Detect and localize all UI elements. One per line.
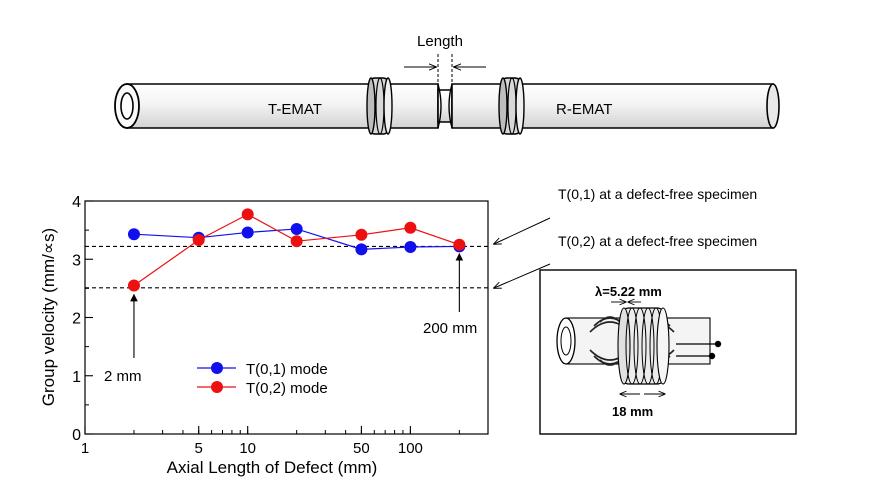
series-group	[127, 208, 466, 292]
inset-coil-windings	[617, 307, 670, 385]
data-point-series-0	[241, 226, 254, 239]
ref-label-t02: T(0,2) at a defect-free specimen	[558, 233, 757, 249]
reference-lines	[85, 245, 488, 289]
annotation-2mm: 2 mm	[104, 293, 142, 385]
x-tick-label: 5	[195, 440, 203, 457]
y-axis-label: Group velocity (mm/∝s)	[39, 228, 58, 406]
y-tick-label: 2	[72, 311, 81, 328]
y-tick-label: 0	[72, 427, 81, 444]
transmitter-label: T-EMAT	[268, 101, 322, 118]
legend-label-t02: T(0,2) mode	[246, 380, 328, 397]
x-axis-ticks: 1 5 10 50 100	[81, 426, 489, 457]
data-point-series-0	[355, 243, 368, 256]
legend-label-t01: T(0,1) mode	[246, 361, 328, 378]
pipe-diagram: T-EMAT R-EMAT Length	[114, 33, 780, 135]
ref-label-t01: T(0,1) at a defect-free specimen	[558, 186, 757, 202]
t-emat-coil	[366, 77, 393, 135]
ref-pointer-t02	[494, 263, 551, 288]
y-tick-label: 4	[72, 194, 81, 211]
data-point-series-1	[404, 221, 417, 234]
data-point-series-0	[290, 222, 303, 235]
inset-width-label: 18 mm	[612, 404, 653, 419]
x-tick-label: 10	[239, 440, 256, 457]
legend-item-t01: T(0,1) mode	[197, 361, 328, 378]
annotation-200mm-text: 200 mm	[423, 320, 477, 337]
inset-lambda-label: λ=5.22 mm	[595, 284, 662, 299]
data-point-series-0	[404, 241, 417, 254]
x-tick-label: 100	[398, 440, 423, 457]
data-point-series-1	[241, 208, 254, 221]
length-label: Length	[417, 33, 463, 50]
annotation-2mm-text: 2 mm	[104, 368, 142, 385]
y-tick-label: 1	[72, 369, 81, 386]
x-tick-label: 50	[353, 440, 370, 457]
legend-item-t02: T(0,2) mode	[197, 380, 328, 397]
data-point-series-1	[192, 234, 205, 247]
data-point-series-1	[127, 279, 140, 292]
x-axis-label: Axial Length of Defect (mm)	[167, 458, 378, 477]
receiver-label: R-EMAT	[556, 101, 612, 118]
annotation-200mm: 200 mm	[423, 252, 477, 337]
legend: T(0,1) mode T(0,2) mode	[197, 361, 328, 397]
y-tick-label: 3	[72, 252, 81, 269]
pipe-end-right	[766, 83, 780, 129]
data-point-series-1	[453, 238, 466, 251]
data-point-series-0	[127, 228, 140, 241]
y-axis-ticks: 0 1 2 3 4	[72, 194, 93, 444]
data-point-series-1	[290, 235, 303, 248]
coil-inset: λ=5.22 mm 18 mm	[539, 269, 797, 435]
ref-pointer-t01	[494, 217, 551, 244]
data-point-series-1	[355, 228, 368, 241]
r-emat-coil	[498, 77, 525, 135]
x-tick-label: 1	[81, 440, 89, 457]
